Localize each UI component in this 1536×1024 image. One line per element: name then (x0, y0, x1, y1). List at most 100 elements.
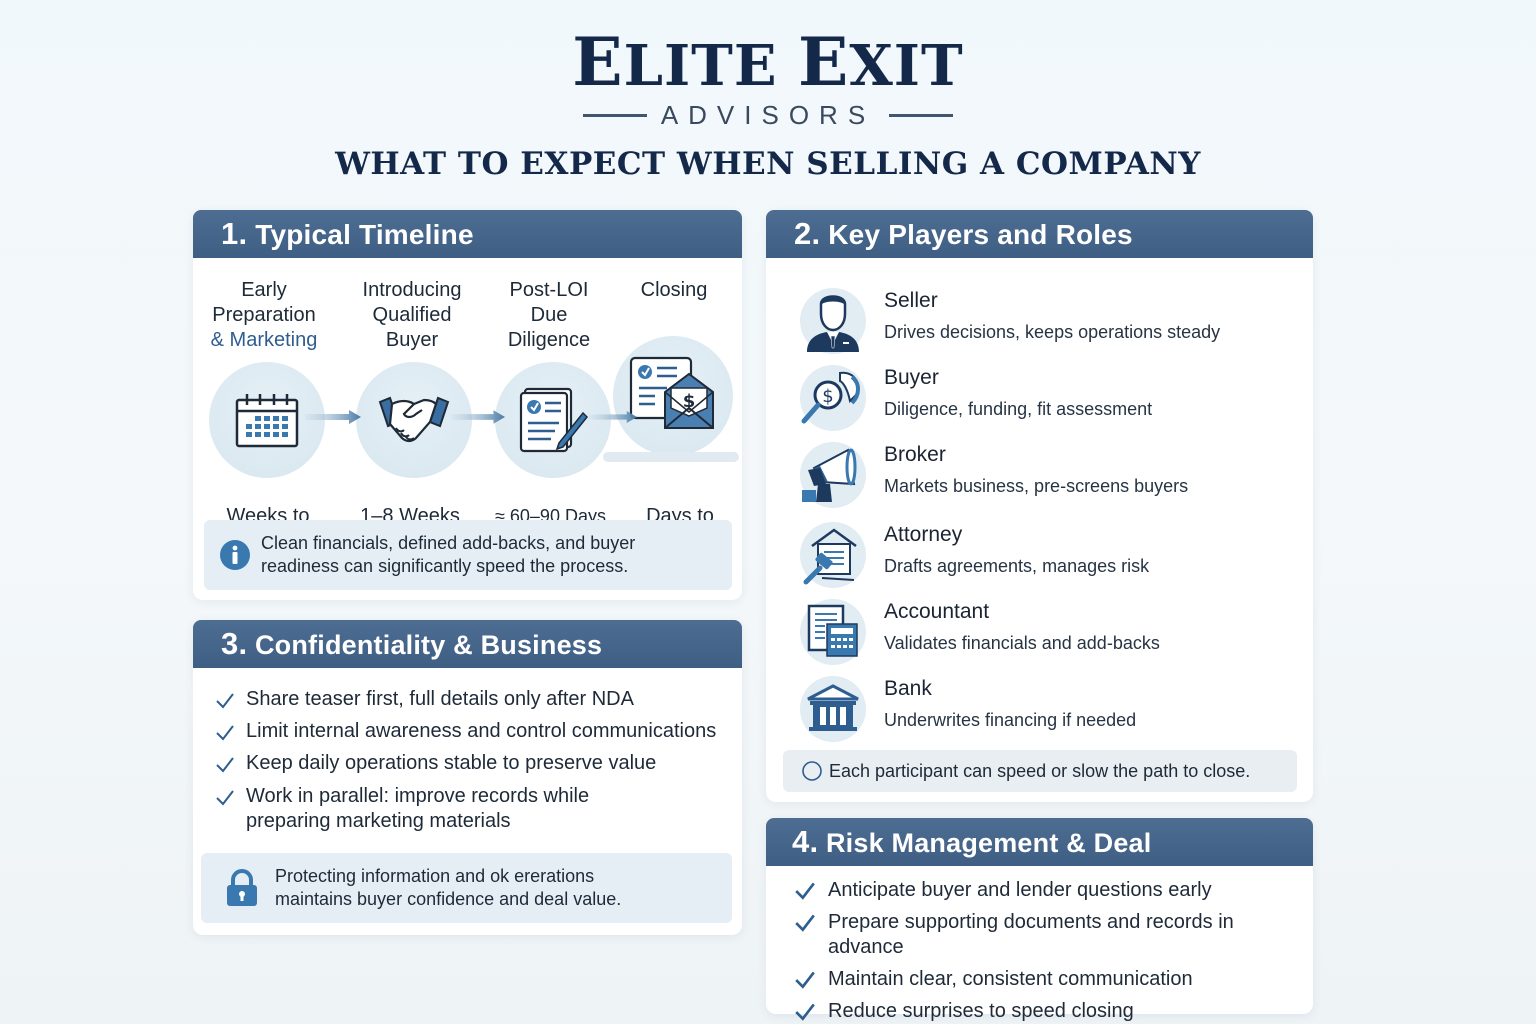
timeline-step-4: Closing (609, 278, 739, 303)
magnifier-dollar-icon: $ (801, 371, 860, 424)
tip-text: Protecting information and ok ererations (275, 866, 595, 886)
player-desc: Drafts agreements, manages risk (884, 556, 1150, 576)
arrow-right-icon (589, 411, 637, 423)
player-name: Accountant (884, 600, 990, 623)
list-item: Limit internal awareness and control com… (215, 719, 730, 744)
timeline-step-3: Post-LOI Due Diligence (484, 278, 614, 353)
brand-subtitle: ADVISORS (660, 100, 876, 130)
timeline-header: 1. Typical Timeline (193, 210, 742, 258)
player-buyer: $ Buyer Diligence, funding, fit assessme… (800, 365, 1300, 435)
player-bank: Bank Underwrites financing if needed (800, 676, 1300, 746)
step-title: & Marketing (210, 329, 318, 351)
brand-logo: ELITE EXIT ADVISORS (0, 29, 1536, 130)
check-icon (795, 914, 815, 932)
list-item-text: Anticipate buyer and lender questions ea… (828, 879, 1212, 901)
player-icon-bg (800, 522, 866, 588)
closing-envelope-icon: $ (629, 356, 714, 429)
player-name: Buyer (884, 366, 939, 389)
tip-text: Each participant can speed or slow the p… (829, 760, 1251, 781)
check-icon (795, 971, 815, 989)
check-icon (216, 693, 234, 709)
check-icon (216, 790, 234, 806)
confidentiality-list: Share teaser first, full details only af… (215, 687, 730, 834)
confidentiality-header: 3. Confidentiality & Business Continuity (193, 620, 742, 708)
step-title: Buyer (385, 329, 439, 351)
step-title: Post-LOI (509, 279, 589, 301)
player-name: Bank (884, 677, 932, 700)
key-players-header: 2. Key Players and Roles (766, 210, 1313, 258)
player-desc: Drives decisions, keeps operations stead… (884, 322, 1221, 342)
step-title: Preparation (212, 304, 316, 326)
risk-management-card: 4. Risk Management & Deal Acceleration A… (766, 818, 1313, 1022)
step-circle: $ (613, 336, 733, 456)
list-item: Prepare supporting documents and records… (794, 910, 1304, 960)
list-item: Reduce surprises to speed closing (794, 999, 1304, 1024)
businessman-icon (807, 295, 859, 352)
svg-text:$: $ (683, 391, 696, 412)
player-desc: Underwrites financing if needed (884, 710, 1137, 730)
brand-initial-2: E (798, 23, 850, 101)
player-icon-bg (800, 676, 866, 742)
brand-name: ELITE EXIT (0, 29, 1536, 99)
check-icon (795, 1003, 815, 1021)
tip-text: readiness can significantly speed the pr… (261, 556, 629, 576)
player-name: Seller (884, 289, 938, 312)
player-accountant: Accountant Validates financials and add-… (800, 599, 1300, 669)
timeline-steps: $ Early Preparation & Marketing Introduc… (193, 258, 742, 551)
player-attorney: Attorney Drafts agreements, manages risk (800, 522, 1300, 592)
section-number: 1. (221, 216, 248, 251)
section-number: 4. (792, 824, 819, 859)
section-title: Key Players and Roles (828, 219, 1133, 250)
circle-icon (802, 761, 822, 781)
step-title: Introducing (362, 279, 462, 301)
handshake-icon (378, 396, 450, 443)
step-circle (356, 362, 472, 478)
tip-text: maintains buyer confidence and deal valu… (275, 889, 622, 909)
brand-word-2: XIT (849, 33, 964, 99)
fade-band (193, 486, 742, 508)
risk-management-header: 4. Risk Management & Deal Acceleration (766, 818, 1313, 906)
player-name: Broker (884, 443, 946, 466)
svg-text:$: $ (822, 386, 833, 407)
brand-word-1: LITE (623, 33, 778, 99)
divider (889, 113, 954, 117)
step-title: Due (530, 304, 568, 326)
list-item-text: Limit internal awareness and control com… (246, 720, 717, 742)
list-item: Work in parallel: improve records while … (215, 784, 730, 834)
confidentiality-tip: Protecting information and ok ererations… (201, 853, 732, 923)
confidentiality-card: 3. Confidentiality & Business Continuity… (193, 620, 742, 935)
document-sign-icon (519, 387, 589, 453)
list-item: Share teaser first, full details only af… (215, 687, 730, 712)
megaphone-icon (802, 448, 857, 502)
section-title: Risk Management & Deal Acceleration (792, 828, 1152, 906)
list-item: Keep daily operations stable to preserve… (215, 751, 730, 776)
page-title: WHAT TO EXPECT WHEN SELLING A COMPANY (335, 146, 1201, 182)
player-desc: Diligence, funding, fit assessment (884, 399, 1153, 419)
player-icon-bg (800, 599, 866, 665)
player-broker: Broker Markets business, pre-screens buy… (800, 442, 1300, 512)
calendar-icon (235, 394, 299, 448)
tip-text: Clean financials, defined add-backs, and… (261, 533, 636, 553)
player-icon-bg (800, 442, 866, 508)
list-item-text: Reduce surprises to speed closing (828, 1000, 1134, 1022)
timeline-step-1: Early Preparation & Marketing (199, 278, 329, 353)
step-circle (495, 362, 611, 478)
key-players-card: 2. Key Players and Roles Seller Drives d… (766, 210, 1313, 802)
player-name: Attorney (884, 523, 963, 546)
step-title: Diligence (507, 329, 591, 351)
list-item-text: Maintain clear, consistent communication (828, 968, 1193, 990)
player-icon-bg: $ (800, 365, 866, 431)
step-title: Early (241, 279, 287, 301)
list-item-text: Prepare supporting documents and records… (828, 911, 1234, 958)
brand-initial-1: E (572, 23, 624, 101)
list-item-text: Share teaser first, full details only af… (246, 688, 634, 710)
list-item-text: preparing marketing materials (246, 810, 511, 832)
list-item-text: Work in parallel: improve records while (246, 785, 590, 807)
brand-subtitle-row: ADVISORS (0, 100, 1536, 130)
player-seller: Seller Drives decisions, keeps operation… (800, 288, 1300, 358)
section-title: Confidentiality & Business Continuity (221, 630, 603, 708)
lock-icon (227, 869, 257, 906)
player-icon-bg (800, 288, 866, 354)
check-icon (216, 725, 234, 741)
list-item-text: Keep daily operations stable to preserve… (246, 752, 657, 774)
